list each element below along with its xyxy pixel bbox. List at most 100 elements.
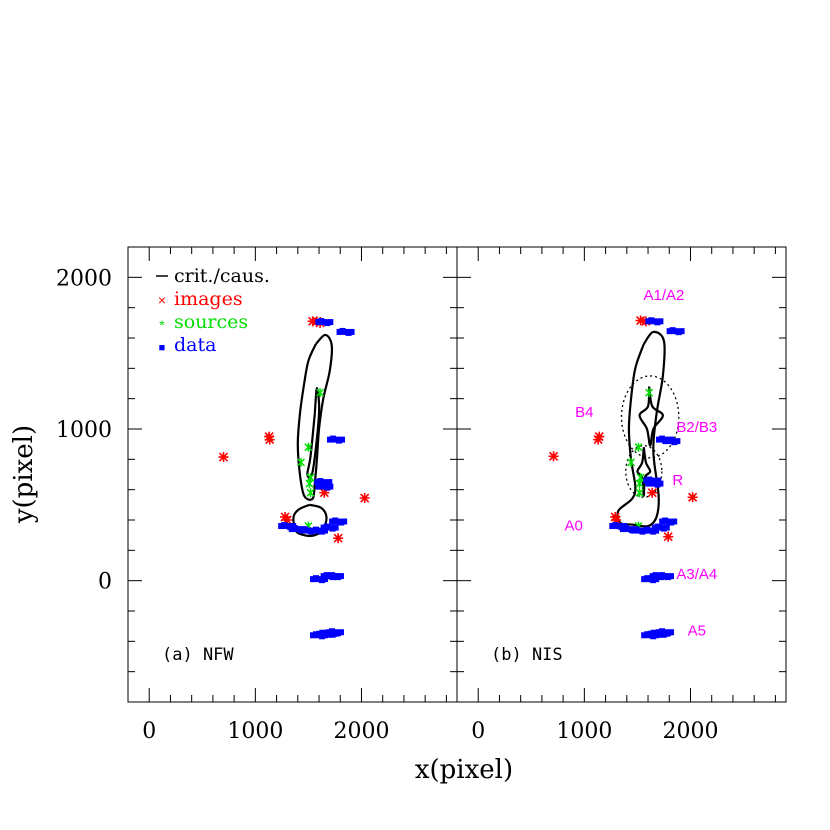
data-point-8 — [310, 526, 329, 535]
annotation-3: R — [672, 472, 683, 489]
images-point-10 — [319, 487, 330, 498]
data-point-3 — [662, 437, 681, 446]
caustic — [306, 386, 321, 479]
data-point-12 — [641, 575, 660, 584]
sources-point-3 — [306, 473, 315, 483]
legend-label: data — [174, 334, 216, 356]
data-point-5 — [643, 476, 662, 485]
x-tick-label: 1000 — [227, 719, 283, 744]
data-point-18 — [656, 628, 675, 637]
data-point-10 — [329, 517, 348, 526]
data-point-10 — [651, 523, 670, 532]
images-point-7 — [611, 515, 622, 525]
data-point-1 — [666, 327, 685, 336]
panel-nis-curves — [616, 330, 680, 528]
images-point-9 — [333, 533, 344, 544]
dotted-circle-0 — [620, 375, 680, 459]
legend-marker-icon: × — [158, 292, 166, 308]
legend-entry-3: ■ data — [159, 334, 217, 356]
annotation-5: A3/A4 — [676, 566, 717, 583]
legend: crit./caus. × images * sources ■ data — [156, 265, 270, 356]
data-point-1 — [336, 327, 355, 336]
images-point-8 — [663, 531, 674, 542]
data-point-11 — [310, 575, 329, 584]
data-point-11 — [659, 517, 678, 526]
images-point-9 — [647, 487, 658, 498]
data-point-0 — [315, 318, 334, 327]
legend-label: sources — [174, 311, 248, 333]
data-point-4 — [314, 478, 333, 487]
panel-nfw-points — [218, 316, 370, 640]
sources-point-1 — [634, 442, 643, 452]
y-tick-label: 2000 — [56, 266, 112, 291]
data-point-13 — [325, 572, 344, 581]
panel-nis-ticks — [457, 246, 786, 702]
y-axis-title: y(pixel) — [9, 425, 39, 524]
caustic-small — [636, 447, 652, 497]
annotation-1: B4 — [575, 404, 593, 421]
legend-label: crit./caus. — [174, 265, 270, 287]
caustic-diamond — [638, 386, 664, 447]
images-point-3 — [593, 434, 604, 445]
x-axis-title: x(pixel) — [415, 755, 513, 785]
annotation-2: B2/B3 — [676, 419, 717, 436]
data-point-0 — [645, 317, 664, 326]
legend-entry-1: × images — [158, 288, 243, 310]
annotation-4: A0 — [565, 518, 583, 535]
sources-point-4 — [305, 479, 314, 489]
data-point-3 — [315, 482, 334, 491]
x-tick-label: 1000 — [556, 719, 612, 744]
panel-label-nfw: (a) NFW — [162, 645, 234, 665]
x-tick-label: 2000 — [662, 719, 718, 744]
images-point-8 — [282, 515, 293, 525]
sources-point-0 — [316, 388, 325, 398]
legend-entry-0: crit./caus. — [156, 265, 270, 287]
legend-entry-2: * sources — [159, 311, 248, 333]
panel-nis-frame — [456, 246, 787, 703]
panel-label-nis: (b) NIS — [491, 645, 563, 665]
dotted-circle-1 — [625, 445, 663, 498]
x-tick-label: 0 — [471, 719, 485, 744]
critical-curve — [616, 330, 666, 528]
annotation-0: A1/A2 — [644, 287, 685, 304]
images-point-4 — [264, 434, 275, 445]
images-point-5 — [687, 492, 698, 503]
x-tick-label: 0 — [142, 719, 156, 744]
sources-point-3 — [636, 473, 645, 483]
images-point-6 — [359, 493, 370, 504]
sources-point-2 — [627, 457, 636, 467]
legend-marker-icon: ■ — [159, 342, 166, 354]
sources-point-5 — [635, 488, 644, 498]
axis-tick-labels: 0 1000 2000 0 1000 2000 0 1000 2000 — [56, 266, 718, 744]
x-tick-label: 2000 — [333, 719, 389, 744]
panel-nfw-curves — [292, 333, 334, 537]
critical-curve-outer — [296, 333, 334, 501]
panel-nfw-ticks — [128, 246, 457, 702]
y-tick-label: 0 — [98, 570, 112, 595]
sources-point-5 — [306, 488, 315, 498]
critical-curve-inner — [292, 503, 328, 537]
sources-point-1 — [304, 442, 313, 452]
annotation-6: A5 — [688, 622, 706, 639]
data-point-9 — [320, 523, 339, 532]
data-point-2 — [327, 435, 346, 444]
sources-point-4 — [635, 479, 644, 489]
images-point-5 — [218, 452, 229, 463]
images-point-0 — [635, 315, 646, 326]
panel-nis-points — [548, 315, 698, 640]
panel-nfw: (a) NFW — [127, 246, 458, 703]
images-point-6 — [610, 511, 621, 522]
images-point-4 — [548, 451, 559, 462]
data-point-9 — [641, 526, 660, 535]
images-point-2 — [594, 431, 605, 442]
legend-marker-icon: * — [159, 317, 165, 333]
data-point-14 — [656, 572, 675, 581]
y-tick-label: 1000 — [56, 418, 112, 443]
sources-point-2 — [296, 457, 306, 467]
data-point-17 — [325, 628, 344, 637]
sources-point-0 — [645, 388, 654, 398]
legend-label: images — [174, 288, 243, 310]
